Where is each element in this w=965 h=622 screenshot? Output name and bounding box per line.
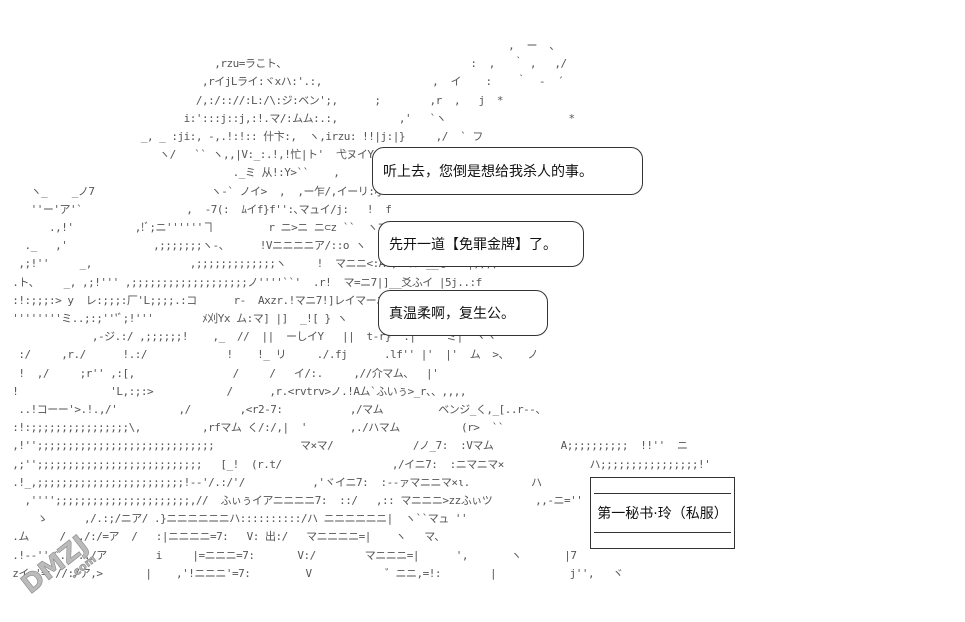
ascii-art-line: i:':::j::j,:!.マ/:ムム:.:, ,' `ヽ * — [0, 111, 575, 125]
speech-text-3: 真温柔啊，复生公。 — [389, 306, 515, 322]
ascii-art-line: /,:/:://:L:/\:ジ:ベン';, ; ,r , j * — [0, 93, 504, 107]
ascii-art-line: .!--''ゞ./ .:/ア i |=ニニニ=7: V:/ マニニニ=| ', … — [0, 548, 577, 562]
ascii-art-line: ,!'';;;;;;;;;;;;;;;;;;;;;;;;;;;;; マ×マ/ /… — [0, 439, 688, 453]
speech-bubble-1: 听上去，您倒是想给我杀人的事。 — [372, 147, 643, 195]
ascii-art-line: .!_,;;;;;;;;;;;;;;;;;;;;;;;;!--'/.:/'/ ,… — [0, 475, 542, 489]
ascii-art-line: .,!' ,!ﾞ;ニ''''''ヿ r ニ>ニ ニ⊂z `` ヽマ ニニ ム — [0, 221, 432, 234]
nameplate-text: 第一秘书·玲（私服） — [597, 506, 728, 522]
ascii-art-line: ヽ/ `` ヽ,,|V:_:.!,!忙|ト' 弋ヌイY:|J../ | — [0, 148, 429, 162]
ascii-art-line: _, _ :ji:, -,.!:!:: 什卞:, ヽ,irzu: !!|j:|}… — [0, 130, 484, 143]
dmzj-watermark-logo: DMZJ .com — [16, 530, 99, 598]
ascii-art-line: :!:;;;;;;;;;;;;;;;;\, ,rfマム く/:/,| ' ,./… — [0, 421, 504, 435]
speech-bubble-2: 先开一道【免罪金牌】了。 — [378, 221, 584, 267]
ascii-art-line: ,;'';;;;;;;;;;;;;;;;;;;;;;;;;;; [_! (r.t… — [0, 457, 711, 471]
ascii-art-line: ,'''';;;;;;;;;;;;;;;;;;;;;;,// ふぃぅイアニニニニ… — [0, 494, 583, 507]
nameplate-frame: 第一秘书·玲（私服） — [594, 493, 731, 533]
ascii-art-line: ヽ_ _ノ7 ヽ-` ノイ> , ,ー乍/,イーリ:小ヽ — [0, 184, 396, 198]
speech-bubble-3: 真温柔啊，复生公。 — [378, 290, 548, 336]
ascii-art-line: ''ー'ア'` , -7(: ﾑイf}f'':､マュイ/j: ! f — [0, 202, 392, 216]
ascii-art-line: :/ ,r./ !.:/ ! !_ リ ./.fj .lf'' |' |' ム … — [0, 348, 538, 362]
ascii-art-line: ,rイjLライ:ヾxハ:'.:, , イ : ｀ - ´ — [0, 75, 564, 89]
ascii-art-line: ..!コーー'>.!.,/' ,/ ,<r2-7: ,/マム ベンジ_く,_[.… — [0, 403, 546, 416]
ascii-art-line: ! ,/ ;r'' ,:[, / / イ/:. ,//介マム、 |' — [0, 366, 439, 380]
speech-text-2: 先开一道【免罪金牌】了。 — [389, 237, 557, 253]
ascii-art-line: .ム / ,/:/=ア / :|ニニニニ=7: V: 出:/ マニニニニ=| ヽ… — [0, 530, 445, 544]
speech-text-1: 听上去，您倒是想给我杀人的事。 — [383, 164, 593, 180]
ascii-art-line: ! 'L,:;:> / ,r.<rvtrv>ノ.!Aム`ふいぅ>_r、、,,,, — [0, 384, 466, 398]
ascii-art-line: ゝ ,/.:;/ニア/ .}ニニニニニニハ::::::::::/ハ ニニニニニニ… — [0, 512, 468, 526]
ascii-art-line: ''''''''ミ..;:;'''ﾞ;!''' ﾒ刈Yx ム:マ] |] _![… — [0, 312, 424, 325]
ascii-art-line: .ト、 _, ,;!''' ,;;;;;;;;;;;;;;;;;;;ノ''''`… — [0, 275, 482, 289]
character-nameplate: 第一秘书·玲（私服） — [590, 477, 735, 549]
ascii-art-line: zイ='=:ﾞ//:/ア,> | ,'!ニニニ'=7: V ゛ニニ,=!: | … — [0, 566, 623, 580]
ascii-art-line: ,rzu=ラこト、 : , ｀ , ,/ — [0, 57, 567, 71]
ascii-art-line: :!:;;;:> y レ:;;;:厂'L;;;;.:コ r- Axzr.!マニ7… — [0, 293, 416, 307]
ascii-art-line: , ー 、 — [0, 39, 560, 52]
